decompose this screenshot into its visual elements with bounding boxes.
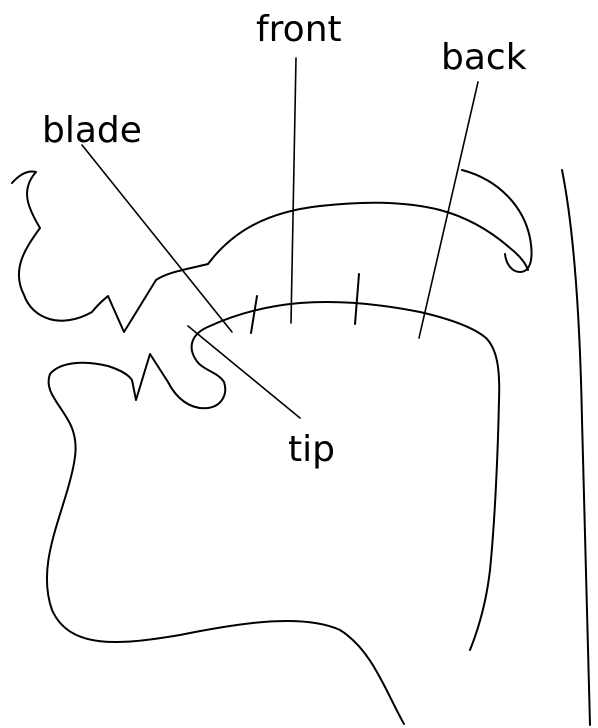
tongue-division-tick — [251, 296, 257, 333]
tip-label: tip — [288, 432, 335, 468]
front-label: front — [256, 12, 342, 48]
blade-pointer-line — [82, 145, 232, 332]
tongue-division-tick — [355, 274, 359, 324]
lower-lip-tongue-outline — [47, 302, 499, 724]
back-pointer-line — [419, 82, 478, 338]
pharynx-wall-outline — [562, 170, 590, 725]
tip-pointer-line — [188, 326, 300, 418]
velum-outline — [462, 170, 532, 272]
front-pointer-line — [291, 58, 296, 323]
back-label: back — [441, 40, 527, 76]
blade-label: blade — [42, 113, 142, 149]
